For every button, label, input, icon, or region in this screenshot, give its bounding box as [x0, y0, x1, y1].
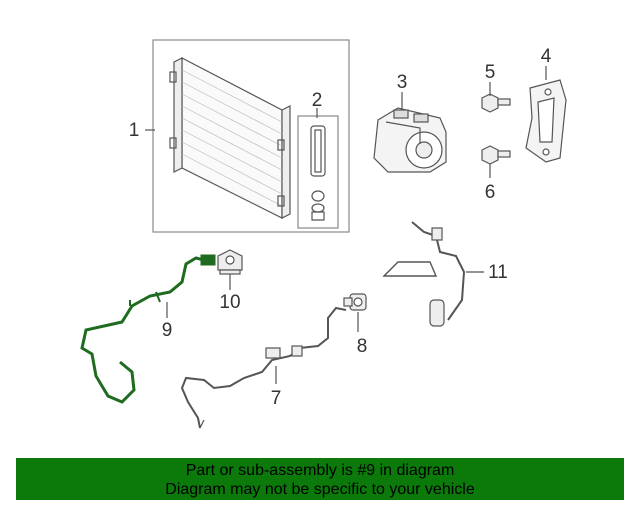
callout-1[interactable]: 1 [129, 120, 140, 141]
bolt-upper[interactable] [481, 93, 511, 113]
bolt-lower[interactable] [481, 145, 511, 165]
liquid-line[interactable] [382, 221, 466, 327]
leader-lines [145, 66, 547, 384]
discharge-hose[interactable] [80, 254, 216, 404]
callout-2[interactable]: 2 [312, 90, 323, 111]
callout-5[interactable]: 5 [485, 62, 496, 83]
callout-7[interactable]: 7 [271, 388, 282, 409]
expansion-valve[interactable] [217, 249, 243, 275]
receiver-dryer[interactable] [297, 115, 339, 229]
callout-3[interactable]: 3 [397, 72, 408, 93]
callout-6[interactable]: 6 [485, 182, 496, 203]
callout-10[interactable]: 10 [219, 292, 240, 313]
callout-8[interactable]: 8 [357, 336, 368, 357]
condenser-assembly[interactable] [152, 39, 350, 233]
callout-11[interactable]: 11 [488, 262, 508, 283]
callout-4[interactable]: 4 [541, 46, 552, 67]
pressure-switch[interactable] [343, 293, 367, 311]
compressor-bracket[interactable] [525, 79, 567, 163]
compressor[interactable] [373, 107, 447, 173]
banner-line-1: Part or sub-assembly is #9 in diagram [185, 462, 455, 479]
callout-9[interactable]: 9 [162, 320, 173, 341]
banner-line-2: Diagram may not be specific to your vehi… [165, 481, 475, 498]
condenser-group-frame [152, 39, 350, 233]
part-info-banner: Part or sub-assembly is #9 in diagram Di… [16, 458, 624, 500]
suction-tube[interactable] [180, 306, 347, 429]
